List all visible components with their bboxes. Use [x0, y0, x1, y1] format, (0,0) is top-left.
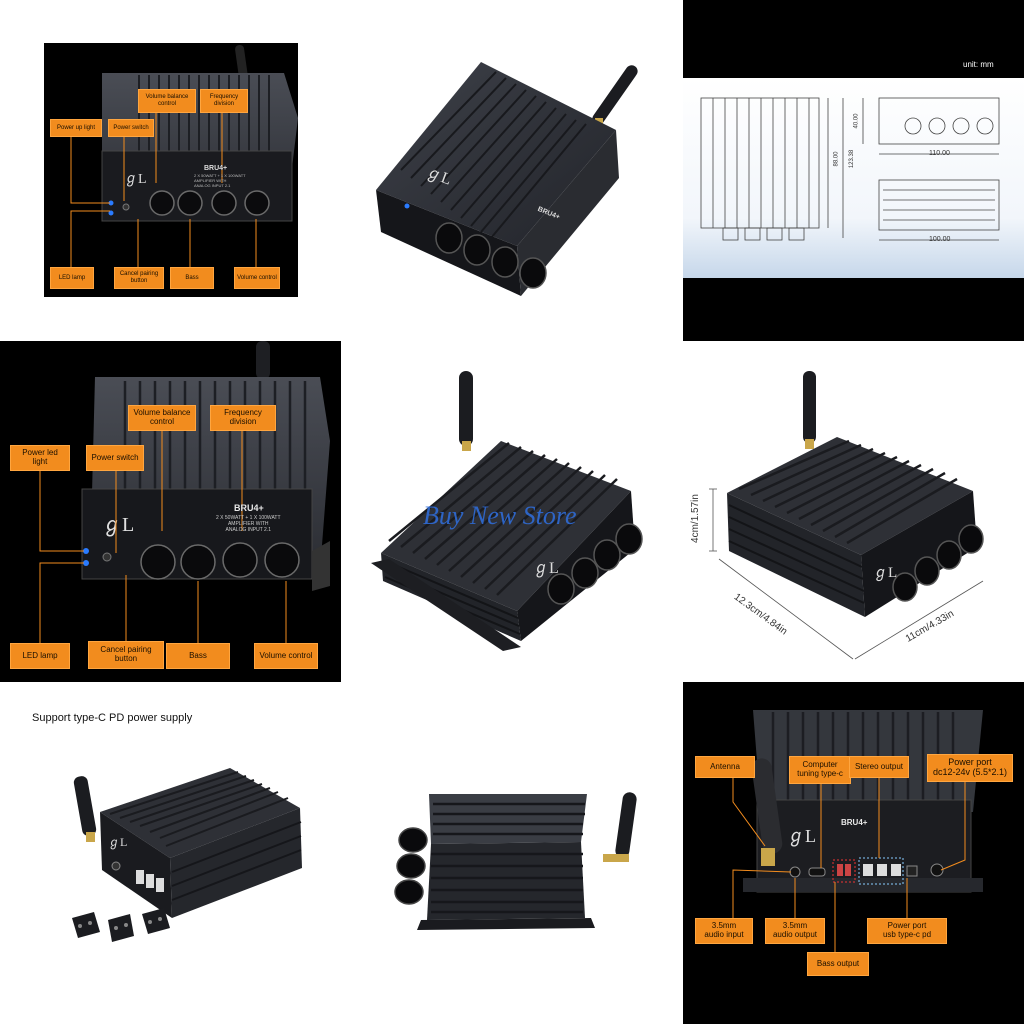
- svg-text:ℊL: ℊL: [102, 514, 134, 536]
- device-model-text: BRU4+: [841, 818, 868, 827]
- callout-audio-input: 3.5mm audio input: [695, 918, 753, 944]
- device-model-text: BRU4+: [234, 503, 264, 513]
- dim-height3: 123.38: [849, 149, 856, 169]
- callout-led-lamp: LED lamp: [50, 267, 94, 289]
- svg-text:ℊL: ℊL: [124, 172, 147, 188]
- unit-label: unit: mm: [963, 60, 994, 69]
- panel-product-watermark: ℊL Buy New Store: [341, 341, 682, 682]
- callout-power-led: Power up light: [50, 119, 102, 137]
- dim-depth: 100.00: [929, 236, 951, 243]
- callout-bass: Bass: [170, 267, 214, 289]
- watermark-text: Buy New Store: [423, 501, 577, 530]
- device-spec-text: 2 X 50WATT + 1 X 100WATT AMPLIFIER WITH …: [194, 173, 246, 188]
- svg-text:ℊL: ℊL: [108, 835, 127, 849]
- panel-dimension-drawing: unit: mm: [683, 0, 1024, 341]
- callout-bass-output: Bass output: [807, 952, 869, 976]
- device-model-text: BRU4+: [204, 165, 228, 172]
- callout-audio-output: 3.5mm audio output: [765, 918, 825, 944]
- blueprint-sheet: [683, 78, 1024, 278]
- caption-text: Support type-C PD power supply: [32, 712, 193, 724]
- callout-volume-balance: Volume balance control: [138, 89, 196, 113]
- panel-annotated-front-1: ℊL BRU4+ 2 X 50WATT + 1 X 100WATT AMPLIF…: [44, 43, 298, 297]
- dim-height2: 88.00: [833, 151, 840, 167]
- callout-frequency: Frequency division: [210, 405, 276, 431]
- callout-stereo-output: Stereo output: [849, 756, 909, 778]
- panel-rear-product: [341, 682, 682, 1024]
- device-spec-text: 2 X 50WATT + 1 X 100WATT AMPLIFIER WITH …: [216, 515, 281, 533]
- callout-cancel-pairing: Cancel pairing button: [114, 267, 164, 289]
- callout-volume-balance: Volume balance control: [128, 405, 196, 431]
- callout-power-switch: Power switch: [108, 119, 154, 137]
- amplifier-image: [341, 682, 682, 1024]
- panel-type-c-power: Support type-C PD power supply ℊL: [0, 682, 341, 1024]
- amplifier-image: ℊL: [0, 682, 341, 1024]
- callout-power-switch: Power switch: [86, 445, 144, 471]
- amplifier-image: ℊL: [341, 0, 682, 341]
- dim-width: 110.00: [929, 150, 950, 157]
- svg-text:ℊL: ℊL: [533, 560, 559, 578]
- callout-volume: Volume control: [234, 267, 280, 289]
- amplifier-image: ℊL: [44, 43, 298, 297]
- callout-power-port: Power port dc12-24v (5.5*2.1): [927, 754, 1013, 782]
- callout-volume: Volume control: [254, 643, 318, 669]
- panel-rear-annotated: ℊL BRU4+ Antenna Computer tuning type-c …: [683, 682, 1024, 1024]
- svg-text:ℊL: ℊL: [787, 826, 816, 847]
- dim-height1: 40.00: [853, 113, 860, 129]
- panel-angled-product: ℊL BRU4+: [341, 0, 682, 341]
- callout-cancel-pairing: Cancel pairing button: [88, 641, 164, 669]
- callout-bass: Bass: [166, 643, 230, 669]
- callout-power-led: Power led light: [10, 445, 70, 471]
- panel-annotated-front-2: ℊL BRU4+ 2 X 50WATT + 1 X 100WATT AMPLIF…: [0, 341, 341, 682]
- amplifier-image: ℊL: [683, 341, 1024, 682]
- callout-antenna: Antenna: [695, 756, 755, 778]
- dim-height: 4cm/1.57in: [689, 494, 701, 543]
- callout-led-lamp: LED lamp: [10, 643, 70, 669]
- callout-computer-tuning: Computer tuning type-c: [789, 756, 851, 784]
- svg-text:ℊL: ℊL: [873, 565, 897, 582]
- callout-power-usb: Power port usb type-c pd: [867, 918, 947, 944]
- callout-frequency: Frequency division: [200, 89, 248, 113]
- panel-product-dimensions: ℊL 4cm/1.57in 12.3cm/4.84in 11cm/4.33in: [683, 341, 1024, 682]
- amplifier-image: ℊL: [341, 341, 682, 682]
- amplifier-image: ℊL: [0, 341, 341, 682]
